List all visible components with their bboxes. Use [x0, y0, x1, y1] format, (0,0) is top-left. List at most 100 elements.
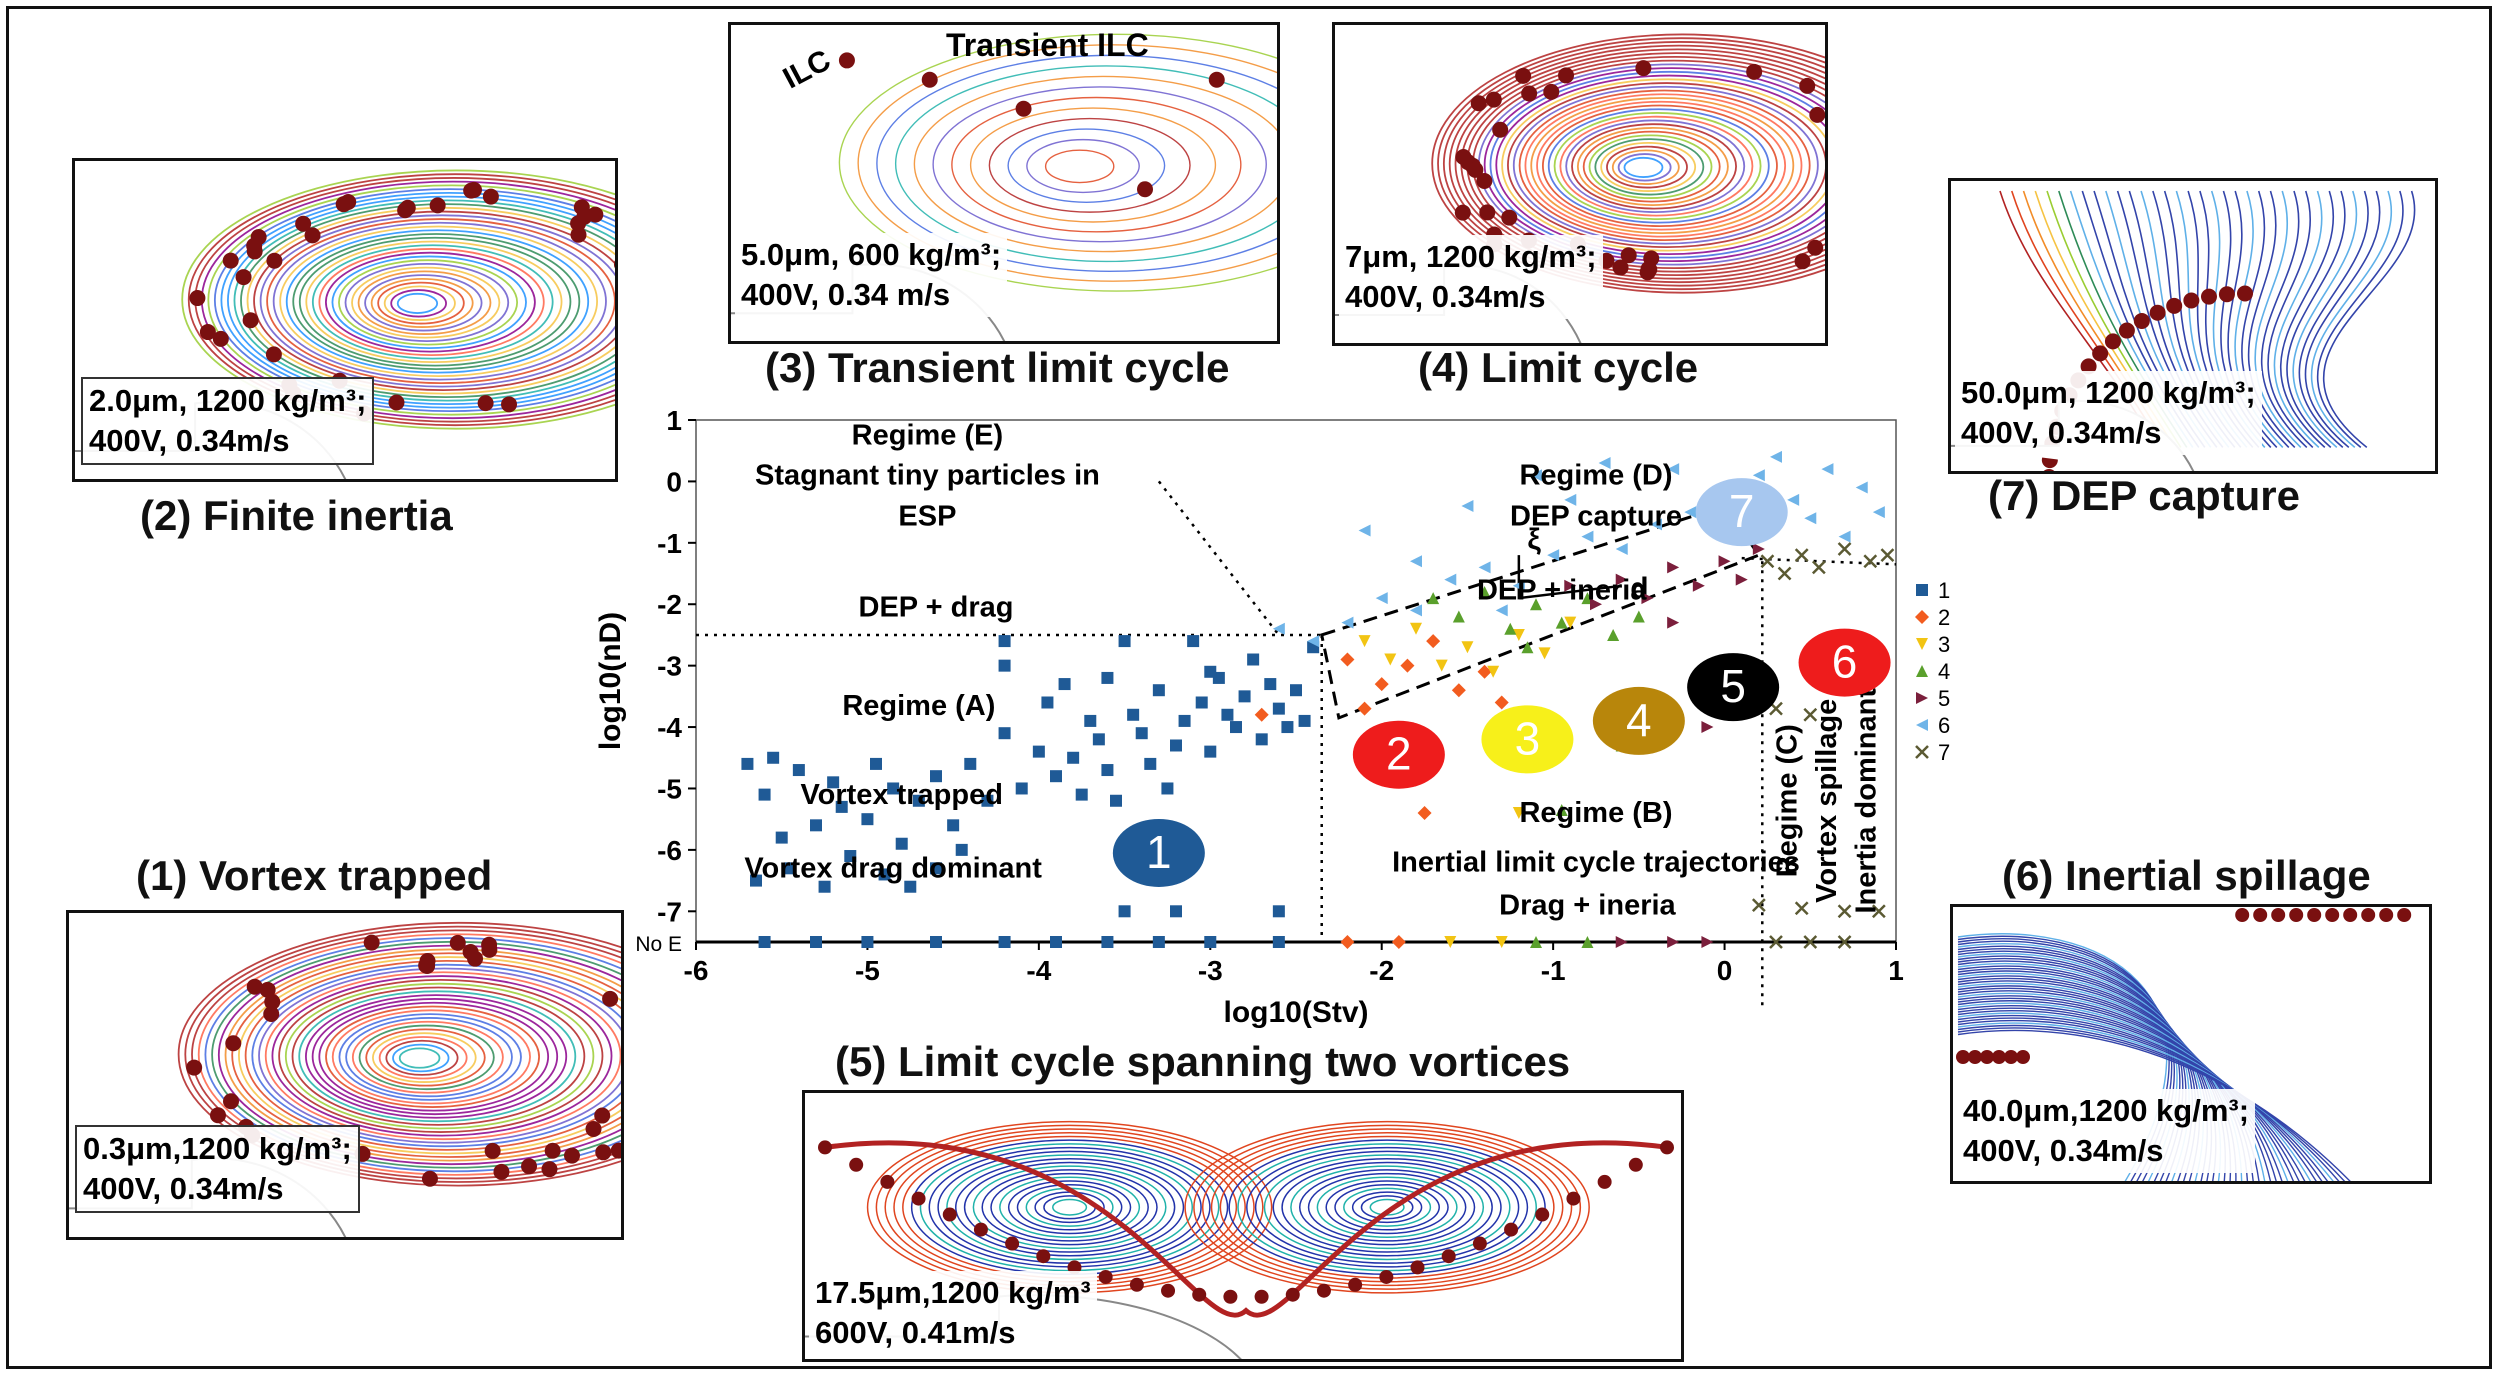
data-point-series-6 — [1804, 512, 1817, 525]
data-point-series-4 — [1521, 641, 1534, 654]
panel-inertial-spillage: 40.0μm,1200 kg/m³; 400V, 0.34m/s — [1950, 904, 2432, 1184]
data-point-series-1 — [981, 794, 994, 807]
data-point-series-1 — [1204, 665, 1217, 678]
data-point-series-3 — [1538, 647, 1551, 660]
data-point-series-1 — [1230, 721, 1242, 734]
data-point-series-5 — [1590, 598, 1602, 611]
data-point-series-6 — [1307, 635, 1320, 648]
panel-title-transient-limit-cycle: (3) Transient limit cycle — [765, 344, 1230, 391]
data-point-series-1 — [784, 862, 797, 875]
data-point-series-1 — [964, 757, 977, 770]
data-point-series-7 — [1837, 542, 1852, 556]
badge-label: 3 — [1515, 712, 1541, 764]
regime-badge-7: 7 — [1695, 478, 1788, 547]
data-point-series-6 — [1821, 463, 1834, 476]
data-point-series-1 — [1221, 708, 1234, 721]
y-tick-label: -6 — [657, 835, 682, 866]
region-label: Regime (E) — [852, 420, 1003, 452]
panel-title-inertial-spillage: (6) Inertial spillage — [2002, 852, 2371, 899]
legend-marker-3 — [1916, 638, 1928, 650]
data-point-series-2 — [1426, 634, 1441, 649]
data-point-series-1 — [955, 843, 968, 856]
data-point-series-1 — [1041, 696, 1054, 709]
panel-limit-cycle: 7μm, 1200 kg/m³; 400V, 0.34m/s — [1332, 22, 1828, 346]
regime-badge-4: 4 — [1592, 686, 1685, 755]
data-point-series-4 — [1607, 628, 1620, 641]
panel-info-line1: 50.0μm, 1200 kg/m³; — [1961, 375, 2256, 410]
data-point-series-1 — [758, 788, 771, 801]
data-point-series-6 — [1478, 561, 1491, 574]
data-point-series-1 — [818, 880, 831, 893]
data-point-series-3 — [1461, 641, 1474, 654]
data-point-series-7 — [1880, 548, 1895, 562]
data-point-series-6 — [1872, 506, 1885, 519]
x-tick-label: -2 — [1369, 955, 1394, 986]
no-e-point-series-2 — [1340, 935, 1355, 949]
regime-c-label: Regime (C) — [1772, 724, 1804, 877]
regime-c-label: Vortex spillage — [1811, 699, 1843, 903]
no-e-point-series-1 — [1152, 936, 1165, 948]
data-point-series-1 — [1075, 788, 1088, 801]
data-point-series-6 — [1564, 493, 1577, 506]
data-point-series-6 — [1752, 469, 1765, 482]
panel-info-line1: 17.5μm,1200 kg/m³ — [815, 1275, 1091, 1310]
data-point-series-6 — [1581, 530, 1594, 543]
legend-label: 1 — [1938, 578, 1950, 603]
data-point-series-1 — [1152, 684, 1165, 697]
data-point-series-1 — [1290, 684, 1302, 697]
legend-label: 2 — [1938, 605, 1950, 630]
data-point-series-5 — [1667, 561, 1680, 574]
badge-ellipse — [1798, 628, 1891, 697]
figure-frame — [6, 6, 2492, 1369]
no-e-point-series-4 — [1530, 936, 1542, 948]
data-point-series-1 — [998, 659, 1011, 672]
panel-info-line2: 600V, 0.41m/s — [815, 1315, 1016, 1350]
panel-title-finite-inertia: (2) Finite inertia — [140, 492, 453, 539]
region-label: Regime (B) — [1519, 797, 1672, 829]
panel-info-line1: 7μm, 1200 kg/m³; — [1345, 239, 1597, 274]
y-tick-label: -2 — [657, 589, 682, 620]
data-point-series-1 — [827, 776, 840, 789]
x-tick-label: 0 — [1717, 955, 1733, 986]
y-tick-label: -1 — [657, 528, 682, 559]
badge-label: 7 — [1729, 485, 1755, 537]
data-point-series-1 — [835, 800, 848, 813]
boundary-diagonal — [1157, 480, 1280, 636]
data-point-series-6 — [1838, 530, 1851, 543]
no-e-point-series-7 — [1837, 935, 1852, 949]
data-point-series-1 — [1264, 678, 1277, 691]
band-axes — [1517, 555, 1622, 600]
regime-badge-3: 3 — [1481, 705, 1574, 774]
no-e-point-series-7 — [1769, 935, 1783, 949]
xi-label: ξ — [1527, 523, 1541, 556]
data-point-series-4 — [1504, 622, 1517, 635]
no-e-point-series-1 — [1050, 936, 1062, 948]
data-point-series-1 — [930, 770, 942, 783]
data-point-series-2 — [1400, 658, 1415, 673]
data-point-series-1 — [844, 850, 857, 863]
data-point-series-1 — [1187, 635, 1200, 648]
no-e-point-series-1 — [1204, 936, 1217, 948]
legend-marker-2 — [1915, 610, 1929, 624]
data-point-series-6 — [1375, 592, 1388, 605]
data-point-series-1 — [1084, 714, 1097, 727]
data-point-series-6 — [1461, 499, 1474, 512]
data-point-series-1 — [1144, 757, 1157, 770]
data-point-series-5 — [1615, 573, 1628, 586]
data-point-series-3 — [1435, 659, 1448, 672]
panel-info: 0.3μm,1200 kg/m³; 400V, 0.34m/s — [75, 1125, 360, 1213]
regime-badge-1: 1 — [1112, 818, 1205, 887]
panel-title-vortex-trapped: (1) Vortex trapped — [136, 852, 493, 899]
y-tick-label: 0 — [666, 466, 682, 497]
boundary-right — [1741, 556, 1897, 566]
data-point-series-6 — [1667, 463, 1680, 476]
legend-marker-4 — [1916, 665, 1928, 677]
region-label: Regime (D) — [1519, 459, 1672, 491]
data-point-series-1 — [750, 874, 762, 887]
data-point-series-5 — [1564, 579, 1577, 592]
data-point-series-7 — [1794, 548, 1809, 562]
legend-label: 3 — [1938, 632, 1950, 657]
data-point-series-4 — [1452, 610, 1465, 623]
panel-info-line2: 400V, 0.34m/s — [1345, 279, 1546, 314]
no-e-point-series-1 — [1101, 936, 1114, 948]
